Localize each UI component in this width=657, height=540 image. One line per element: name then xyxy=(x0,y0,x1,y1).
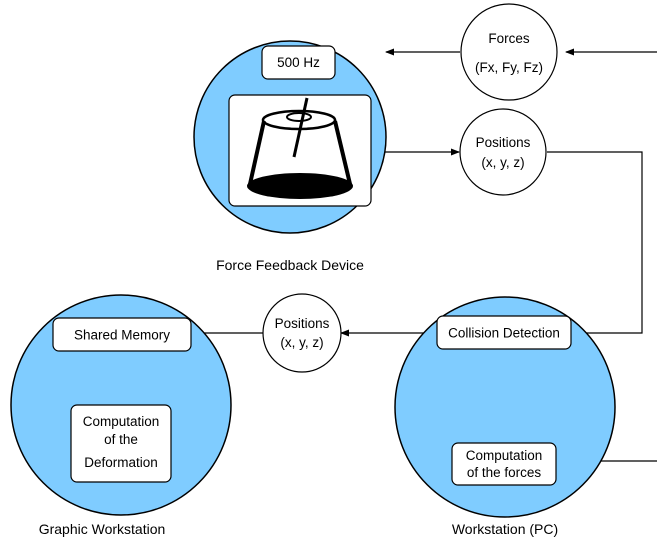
positions-node-top-circle xyxy=(459,108,547,196)
workstation-pc: Collision Detection Computation of the f… xyxy=(394,296,616,537)
forces-computation-box xyxy=(451,442,557,486)
force-device-label: Force Feedback Device xyxy=(216,257,364,273)
haptic-device-icon xyxy=(247,97,353,199)
collision-detection-label: Collision Detection xyxy=(448,326,560,341)
forces-computation-line2: of the forces xyxy=(467,465,542,480)
workstation-label: Workstation (PC) xyxy=(452,521,558,537)
shared-memory-label: Shared Memory xyxy=(74,328,170,343)
shared-memory-box xyxy=(52,317,192,352)
forces-node-circle xyxy=(460,3,558,101)
rate-box-label: 500 Hz xyxy=(277,55,320,70)
collision-detection-box xyxy=(436,315,572,350)
positions-node-mid-title: Positions xyxy=(275,316,330,331)
forces-node-title: Forces xyxy=(488,31,530,46)
positions-node-mid-vector: (x, y, z) xyxy=(280,335,323,350)
graphic-workstation-label: Graphic Workstation xyxy=(39,521,166,537)
positions-node-top-vector: (x, y, z) xyxy=(481,155,524,170)
positions-node-top: Positions (x, y, z) xyxy=(459,108,547,196)
deformation-computation-box xyxy=(70,404,172,483)
deformation-computation-line2: of the xyxy=(104,432,138,447)
force-feedback-device: 500 Hz Force Feedback Device xyxy=(193,40,387,273)
deformation-computation-line1: Computation xyxy=(83,414,160,429)
workstation-circle xyxy=(394,296,616,518)
graphic-workstation: Shared Memory Computation of the Deforma… xyxy=(10,294,232,537)
forces-computation-line1: Computation xyxy=(466,448,543,463)
positions-node-top-title: Positions xyxy=(476,135,531,150)
forces-node-vector: (Fx, Fy, Fz) xyxy=(475,60,543,75)
deformation-computation-line3: Deformation xyxy=(84,455,158,470)
positions-node-mid-circle xyxy=(262,293,342,373)
forces-node: Forces (Fx, Fy, Fz) xyxy=(460,3,558,101)
rate-box xyxy=(261,45,336,80)
positions-node-mid: Positions (x, y, z) xyxy=(262,293,342,373)
arrow-positions-to-collision xyxy=(547,151,643,337)
